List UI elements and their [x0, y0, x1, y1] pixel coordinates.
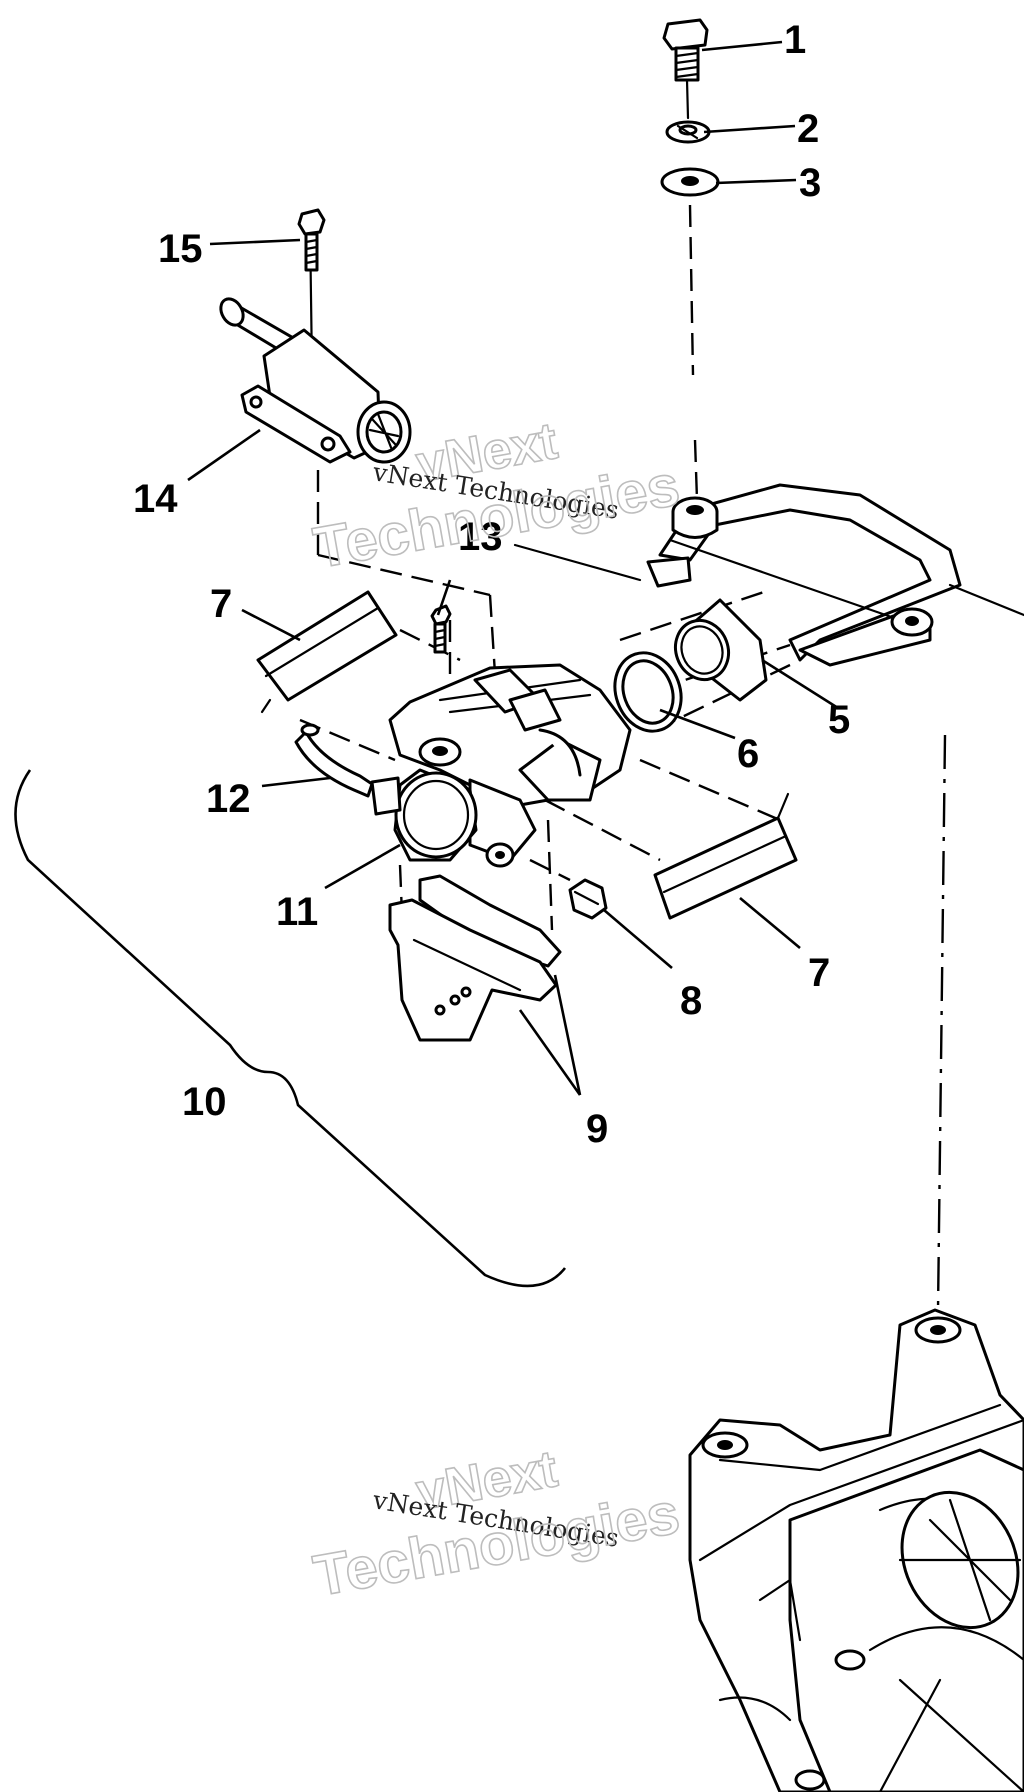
o-ring-part-6	[613, 651, 683, 733]
callout-5: 5	[828, 698, 850, 742]
nut-part-8	[568, 878, 608, 920]
cap-part-11	[370, 768, 478, 862]
callout-7-upper: 7	[210, 582, 232, 626]
leader-lines	[187, 40, 839, 1096]
shim-part-7-lower	[653, 792, 798, 920]
callout-1: 1	[784, 18, 806, 62]
callout-10: 10	[182, 1080, 227, 1124]
callout-12: 12	[206, 777, 251, 821]
callout-7-lower: 7	[808, 951, 830, 995]
bleeder-part-13	[430, 604, 452, 654]
callout-6: 6	[737, 732, 759, 776]
callout-13: 13	[458, 515, 503, 559]
callout-11: 11	[276, 890, 318, 934]
fitting-part-14	[219, 297, 412, 464]
watermark-bottom: vNext vNext Technologies Technologies	[308, 1439, 685, 1609]
callout-14: 14	[133, 477, 178, 521]
piston-part-5	[674, 598, 768, 702]
flat-washer-part-3	[660, 167, 720, 197]
caliper-body	[388, 663, 632, 868]
callout-8: 8	[680, 979, 702, 1023]
screw-part-15	[297, 208, 326, 272]
bolt-part-1	[662, 18, 709, 120]
line-part-12	[294, 723, 374, 798]
callout-15: 15	[158, 227, 203, 271]
shim-part-7-upper	[256, 590, 398, 714]
callout-3: 3	[799, 161, 821, 205]
mounting-frame	[688, 1308, 1024, 1792]
assembly-bracket-part-10	[14, 769, 567, 1288]
brake-pads-part-9	[388, 874, 562, 1042]
callout-9: 9	[586, 1107, 608, 1151]
callouts: 1 2 3 15 14 13 7 5 6 12 11 7 8 10 9	[133, 18, 850, 1151]
callout-2: 2	[797, 107, 819, 151]
caliper-bracket	[646, 483, 1024, 667]
lock-washer-part-2	[665, 120, 711, 144]
